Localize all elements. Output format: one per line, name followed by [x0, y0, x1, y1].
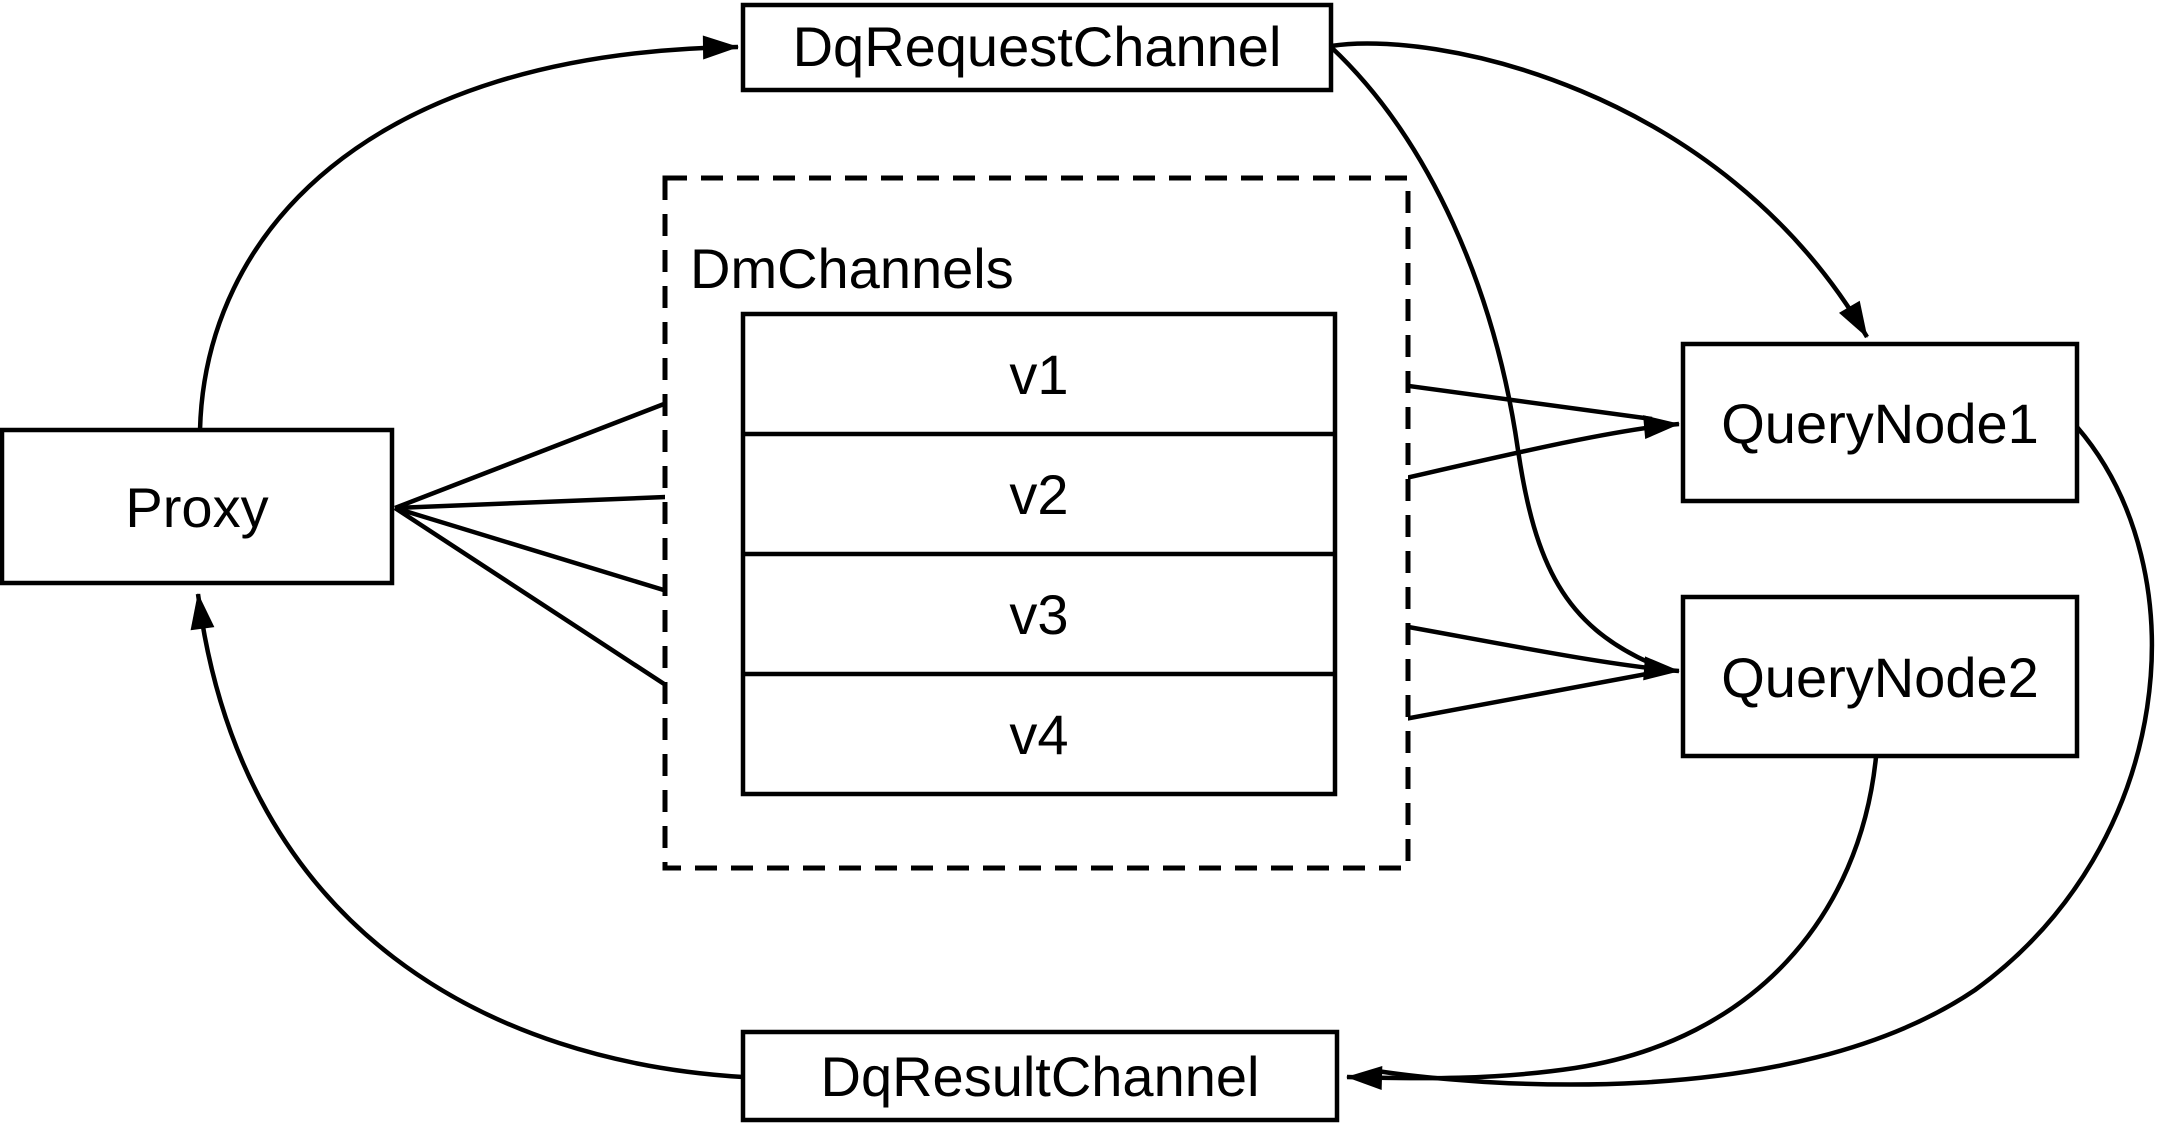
dqrequestchannel-box [740, 2, 1334, 93]
edge-proxy-to-dqrequestchannel [197, 35, 739, 431]
vchannel-stack: v1 v2 v3 v4 [740, 311, 1338, 797]
dqrequestchannel-label: DqRequestChannel [793, 15, 1282, 78]
edge-dqrequestchannel-to-querynode2 [1329, 45, 1651, 666]
querynode2-label: QueryNode2 [1721, 646, 2039, 709]
edge-dqresultchannel-to-proxy [190, 593, 744, 1080]
v2-label: v2 [1009, 463, 1068, 526]
proxy-label: Proxy [125, 476, 268, 539]
v4-label: v4 [1009, 703, 1068, 766]
edge-querynode1-to-dqresultchannel [1376, 425, 2155, 1087]
dmchannels-label: DmChannels [690, 237, 1014, 300]
v3-label: v3 [1009, 583, 1068, 646]
dqresultchannel-box [740, 1029, 1340, 1123]
edge-dqrequestchannel-to-querynode1 [1330, 41, 1869, 339]
querynode1-box [1680, 341, 2080, 504]
dqresultchannel-label: DqResultChannel [821, 1045, 1260, 1108]
querynode2-box [1680, 594, 2080, 759]
querynode1-label: QueryNode1 [1721, 392, 2039, 455]
v1-label: v1 [1009, 343, 1068, 406]
edge-querynode2-to-dqresultchannel [1346, 756, 1879, 1090]
proxy-box [0, 427, 395, 586]
